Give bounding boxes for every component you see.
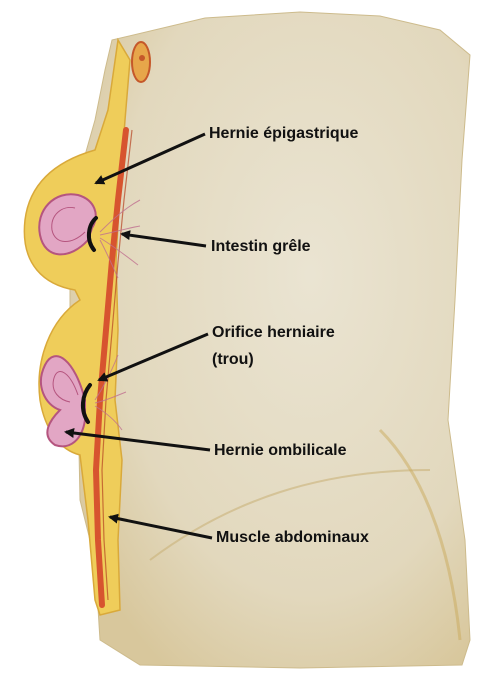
- label-intestin-grele: Intestin grêle: [211, 237, 311, 257]
- skin-fat-layer: [24, 40, 130, 615]
- navel: [132, 42, 150, 82]
- navel-center: [139, 55, 145, 61]
- label-orifice-trou: (trou): [212, 350, 254, 370]
- label-hernie-epigastrique: Hernie épigastrique: [209, 124, 358, 144]
- label-muscle-abdominaux: Muscle abdominaux: [216, 528, 369, 548]
- label-hernie-ombilicale: Hernie ombilicale: [214, 441, 347, 461]
- label-orifice-herniaire: Orifice herniaire: [212, 323, 335, 343]
